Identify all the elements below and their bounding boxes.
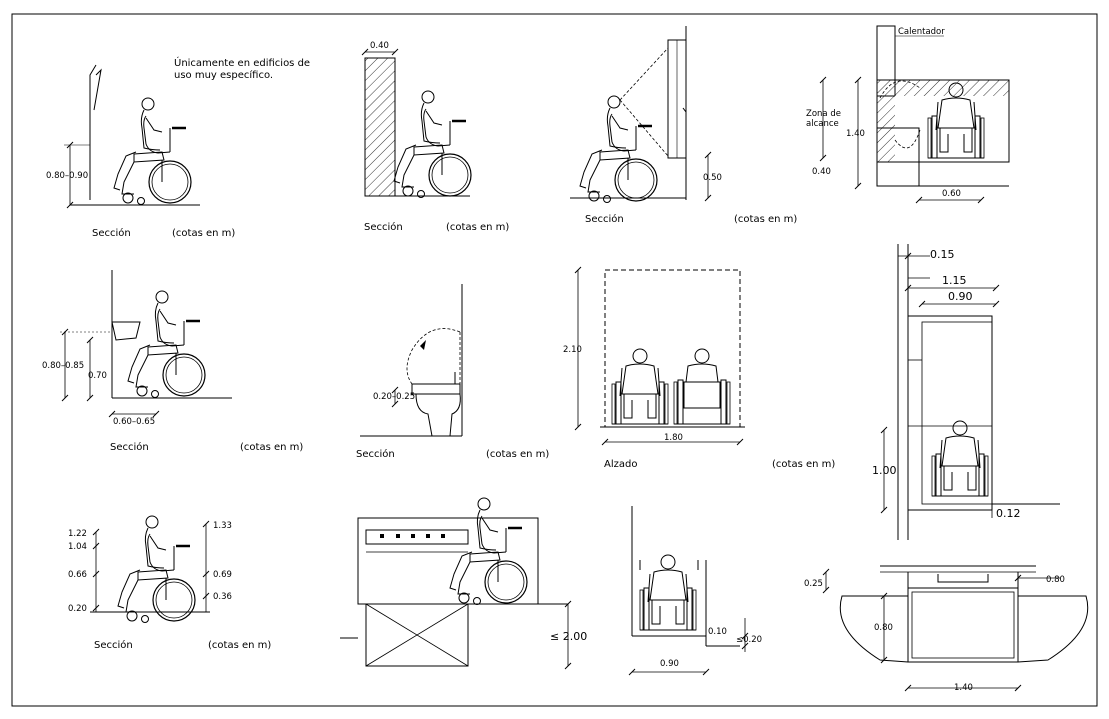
dim-reach-036: 0.36 bbox=[213, 592, 232, 602]
caption-units: (cotas en m) bbox=[772, 459, 835, 470]
dim-reach-133: 1.33 bbox=[213, 521, 232, 531]
dim-door-height: 2.10 bbox=[563, 345, 582, 355]
dim-reach-122: 1.22 bbox=[68, 529, 87, 539]
panel-toilet-section: 0.20–0.25 Sección (cotas en m) bbox=[356, 284, 549, 460]
caption-section: Sección bbox=[356, 448, 395, 460]
panel-elevation: 2.10 1.80 Alzado (cotas en m) bbox=[563, 266, 835, 470]
dim-plan-025: 0.25 bbox=[804, 579, 823, 589]
dim-reach-width: 0.60 bbox=[942, 189, 961, 199]
caption-units: (cotas en m) bbox=[486, 449, 549, 460]
dim-plan-080-door: 0.80 bbox=[1046, 575, 1065, 585]
panel-lift-section: 0.15 1.15 0.90 1.00 0.12 bbox=[872, 244, 1060, 540]
panel-wall-section: 0.40 Sección (cotas en m) bbox=[361, 41, 509, 233]
dim-reach-069: 0.69 bbox=[213, 570, 232, 580]
dim-ramp-width: 0.90 bbox=[660, 659, 679, 669]
caption-section: Sección bbox=[585, 213, 624, 225]
dim-car-outer: 1.15 bbox=[942, 274, 967, 287]
panel-counter-elevation: ≤ 2.00 bbox=[340, 496, 587, 670]
dim-reach-low: 0.40 bbox=[812, 167, 831, 177]
label-reach-1: Zona de bbox=[806, 109, 841, 119]
dim-reach-020: 0.20 bbox=[68, 604, 87, 614]
panel-mirror-section: 0.50 Sección (cotas en m) bbox=[570, 26, 797, 225]
dim-plan-width: 1.40 bbox=[954, 683, 973, 693]
dim-step-max: ≤0.20 bbox=[736, 635, 762, 645]
dim-basin-height: 0.80–0.85 bbox=[42, 361, 84, 371]
dim-handrail-height: 1.00 bbox=[872, 464, 897, 477]
caption-units: (cotas en m) bbox=[734, 214, 797, 225]
caption-section: Sección bbox=[364, 221, 403, 233]
dim-counter-max: ≤ 2.00 bbox=[550, 630, 587, 643]
note-only-specific-1: Únicamente en edificios de bbox=[174, 56, 310, 69]
caption-units: (cotas en m) bbox=[172, 228, 235, 239]
dim-basin-clear: 0.70 bbox=[88, 371, 107, 381]
caption-units: (cotas en m) bbox=[446, 222, 509, 233]
dim-reach-104: 1.04 bbox=[68, 542, 87, 552]
dim-wall-thickness: 0.15 bbox=[930, 248, 955, 261]
dim-plan-080-depth: 0.80 bbox=[874, 623, 893, 633]
dim-reach-066: 0.66 bbox=[68, 570, 87, 580]
dim-reach-total: 1.40 bbox=[846, 129, 865, 139]
panel-lift-plan: 0.25 0.80 0.80 1.40 bbox=[804, 565, 1089, 693]
sheet-frame bbox=[11, 13, 1098, 707]
panel-washbasin-section: 0.80–0.85 0.70 0.60–0.65 Sección (cotas … bbox=[42, 270, 303, 453]
panel-heater-reach: Calentador Zona de alcance 1.40 0.40 0.6… bbox=[806, 25, 1010, 204]
caption-section: Sección bbox=[94, 639, 133, 651]
label-heater: Calentador bbox=[898, 27, 945, 37]
caption-elevation: Alzado bbox=[604, 459, 637, 470]
panel-reach-heights: 1.22 1.04 0.66 0.20 1.33 0.69 0.36 Secci… bbox=[68, 514, 271, 651]
dim-car-inner: 0.90 bbox=[948, 290, 973, 303]
dim-step-010: 0.10 bbox=[708, 627, 727, 637]
caption-units: (cotas en m) bbox=[208, 640, 271, 651]
dim-basin-depth: 0.60–0.65 bbox=[113, 417, 155, 427]
dim-mirror-height: 0.50 bbox=[703, 173, 722, 183]
dim-sill-gap: 0.12 bbox=[996, 507, 1021, 520]
dim-wall-depth: 0.40 bbox=[370, 41, 389, 51]
label-reach-2: alcance bbox=[806, 119, 839, 129]
panel-counter-section: 0.80–0.90 Únicamente en edificios de uso… bbox=[46, 56, 310, 239]
panel-ramp-front: 0.10 ≤0.20 0.90 bbox=[628, 506, 762, 676]
caption-section: Sección bbox=[92, 227, 131, 239]
note-only-specific-2: uso muy específico. bbox=[174, 69, 273, 81]
caption-section: Sección bbox=[110, 441, 149, 453]
dim-counter-height: 0.80–0.90 bbox=[46, 171, 88, 181]
dim-door-width: 1.80 bbox=[664, 433, 683, 443]
dim-seat-height: 0.20–0.25 bbox=[373, 392, 415, 402]
caption-units: (cotas en m) bbox=[240, 442, 303, 453]
